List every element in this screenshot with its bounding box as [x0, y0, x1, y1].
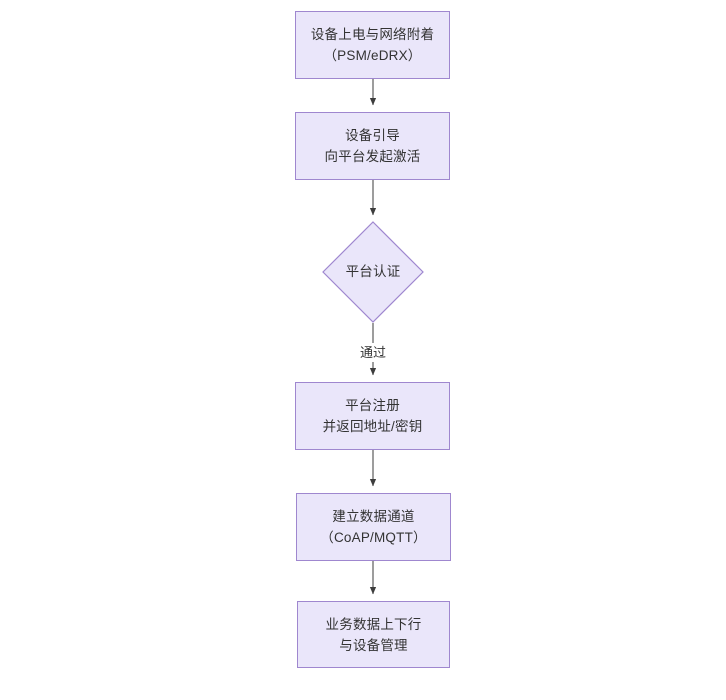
node-service-data-line-2: 与设备管理 [339, 637, 408, 653]
node-register[interactable]: 平台注册 并返回地址/密钥 [295, 382, 450, 450]
node-data-channel-line-1: 建立数据通道 [332, 509, 415, 524]
edge-label-auth-pass: 通过 [356, 343, 390, 362]
node-service-data[interactable]: 业务数据上下行 与设备管理 [297, 601, 450, 668]
node-power-on-line-1: 设备上电与网络附着 [310, 27, 435, 42]
node-service-data-line-1: 业务数据上下行 [325, 616, 422, 632]
diamond-icon [322, 221, 424, 323]
node-data-channel-line-2: （CoAP/MQTT） [320, 530, 427, 545]
node-auth-label: 平台认证 [345, 264, 401, 279]
node-register-line-2: 并返回地址/密钥 [322, 419, 423, 434]
node-bootstrap-line-2: 向平台发起激活 [324, 149, 421, 164]
node-register-line-1: 平台注册 [345, 398, 400, 413]
node-bootstrap-line-1: 设备引导 [345, 128, 400, 143]
node-power-on-line-2: （PSM/eDRX） [323, 48, 422, 63]
node-bootstrap[interactable]: 设备引导 向平台发起激活 [295, 112, 450, 180]
node-data-channel[interactable]: 建立数据通道 （CoAP/MQTT） [296, 493, 451, 561]
node-auth[interactable]: 平台认证 [322, 221, 424, 323]
node-power-on[interactable]: 设备上电与网络附着 （PSM/eDRX） [295, 11, 450, 79]
